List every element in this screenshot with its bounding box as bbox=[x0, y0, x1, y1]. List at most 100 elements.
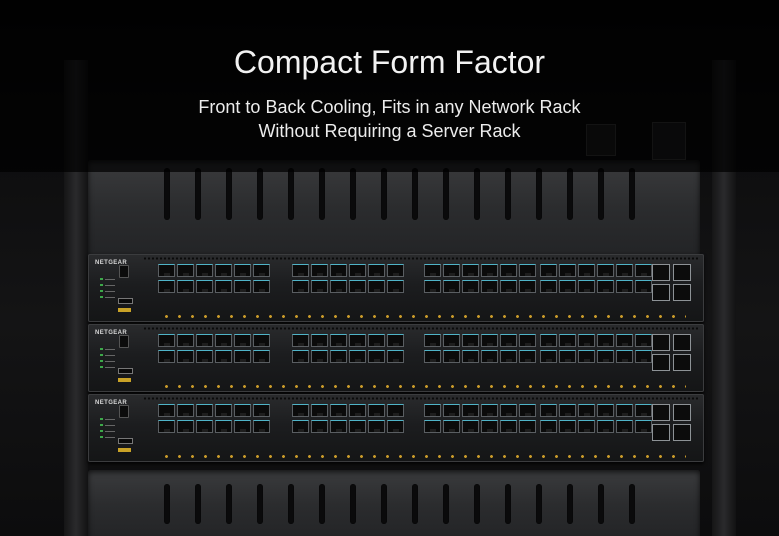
vent-slot bbox=[629, 484, 635, 524]
vent-holes bbox=[143, 397, 698, 400]
rj45-port bbox=[311, 420, 328, 433]
vent-slot bbox=[288, 168, 294, 220]
seven-segment-display bbox=[119, 335, 129, 348]
rj45-port bbox=[597, 404, 614, 417]
rj45-port bbox=[424, 264, 441, 277]
rj45-port bbox=[481, 334, 498, 347]
vent-slot bbox=[350, 168, 356, 220]
rj45-port bbox=[196, 280, 213, 293]
switch-brand-logo: NETGEAR bbox=[95, 330, 128, 336]
status-led bbox=[100, 348, 103, 350]
rj45-port bbox=[387, 350, 404, 363]
rj45-port bbox=[462, 334, 479, 347]
subtitle-line-2: Without Requiring a Server Rack bbox=[258, 121, 521, 141]
rj45-port-group bbox=[158, 404, 270, 433]
rj45-port bbox=[559, 404, 576, 417]
switch-brand-logo: NETGEAR bbox=[95, 400, 128, 406]
status-led bbox=[100, 436, 103, 438]
rj45-port bbox=[215, 280, 232, 293]
rj45-port bbox=[234, 404, 251, 417]
rj45-port bbox=[387, 280, 404, 293]
rj45-port bbox=[481, 350, 498, 363]
rj45-port bbox=[424, 420, 441, 433]
rj45-port bbox=[253, 404, 270, 417]
rj45-port bbox=[215, 404, 232, 417]
led-label-mark bbox=[105, 349, 115, 350]
rj45-port bbox=[540, 350, 557, 363]
sfp-port bbox=[673, 404, 691, 421]
rj45-port bbox=[177, 420, 194, 433]
vent-slot bbox=[257, 484, 263, 524]
sfp-port bbox=[652, 284, 670, 301]
led-label-mark bbox=[105, 297, 115, 298]
status-led bbox=[100, 284, 103, 286]
vent-slot bbox=[319, 168, 325, 220]
rj45-port bbox=[292, 334, 309, 347]
status-led bbox=[100, 430, 103, 432]
rj45-port bbox=[519, 350, 536, 363]
led-label-mark bbox=[105, 425, 115, 426]
rj45-port bbox=[234, 264, 251, 277]
rj45-port bbox=[292, 264, 309, 277]
seven-segment-display bbox=[119, 405, 129, 418]
vent-slot bbox=[195, 484, 201, 524]
rj45-port bbox=[196, 420, 213, 433]
rj45-port bbox=[462, 264, 479, 277]
pull-tab bbox=[118, 448, 131, 452]
rj45-port bbox=[292, 280, 309, 293]
rj45-port bbox=[368, 280, 385, 293]
rj45-port bbox=[500, 264, 517, 277]
rj45-port bbox=[616, 334, 633, 347]
rj45-port bbox=[519, 404, 536, 417]
rj45-port bbox=[540, 420, 557, 433]
vent-slot bbox=[381, 484, 387, 524]
rj45-port bbox=[540, 334, 557, 347]
vent-slot bbox=[536, 168, 542, 220]
vent-slot bbox=[257, 168, 263, 220]
rj45-port bbox=[635, 350, 652, 363]
rj45-port bbox=[462, 404, 479, 417]
rj45-port bbox=[368, 334, 385, 347]
rj45-port bbox=[500, 404, 517, 417]
rj45-port bbox=[177, 404, 194, 417]
rj45-port bbox=[215, 334, 232, 347]
rj45-port bbox=[292, 350, 309, 363]
rj45-port bbox=[253, 420, 270, 433]
rj45-port bbox=[540, 264, 557, 277]
rj45-port-group bbox=[292, 264, 404, 293]
rj45-port bbox=[481, 264, 498, 277]
rj45-port bbox=[500, 350, 517, 363]
led-label-mark bbox=[105, 437, 115, 438]
rj45-port bbox=[368, 404, 385, 417]
rj45-port bbox=[158, 280, 175, 293]
rj45-port bbox=[196, 264, 213, 277]
rj45-port bbox=[616, 280, 633, 293]
port-led-row bbox=[160, 455, 686, 458]
rj45-port-group bbox=[292, 404, 404, 433]
rj45-port bbox=[387, 264, 404, 277]
rj45-port-group bbox=[424, 404, 536, 433]
status-led bbox=[100, 418, 103, 420]
rj45-port bbox=[597, 350, 614, 363]
rj45-port bbox=[215, 264, 232, 277]
led-label-mark bbox=[105, 367, 115, 368]
sfp-port-group bbox=[652, 264, 691, 301]
rj45-port bbox=[387, 404, 404, 417]
switch-brand-logo: NETGEAR bbox=[95, 260, 128, 266]
rj45-port bbox=[292, 404, 309, 417]
vent-slot bbox=[567, 168, 573, 220]
rj45-port bbox=[330, 350, 347, 363]
led-label-mark bbox=[105, 361, 115, 362]
rj45-port bbox=[443, 264, 460, 277]
subtitle-line-1: Front to Back Cooling, Fits in any Netwo… bbox=[198, 97, 581, 117]
vent-slot bbox=[598, 484, 604, 524]
rj45-port bbox=[349, 420, 366, 433]
rj45-port bbox=[500, 280, 517, 293]
rj45-port bbox=[424, 350, 441, 363]
rj45-port bbox=[481, 420, 498, 433]
rj45-port bbox=[559, 280, 576, 293]
seven-segment-display bbox=[119, 265, 129, 278]
rj45-port bbox=[158, 264, 175, 277]
led-label-mark bbox=[105, 285, 115, 286]
